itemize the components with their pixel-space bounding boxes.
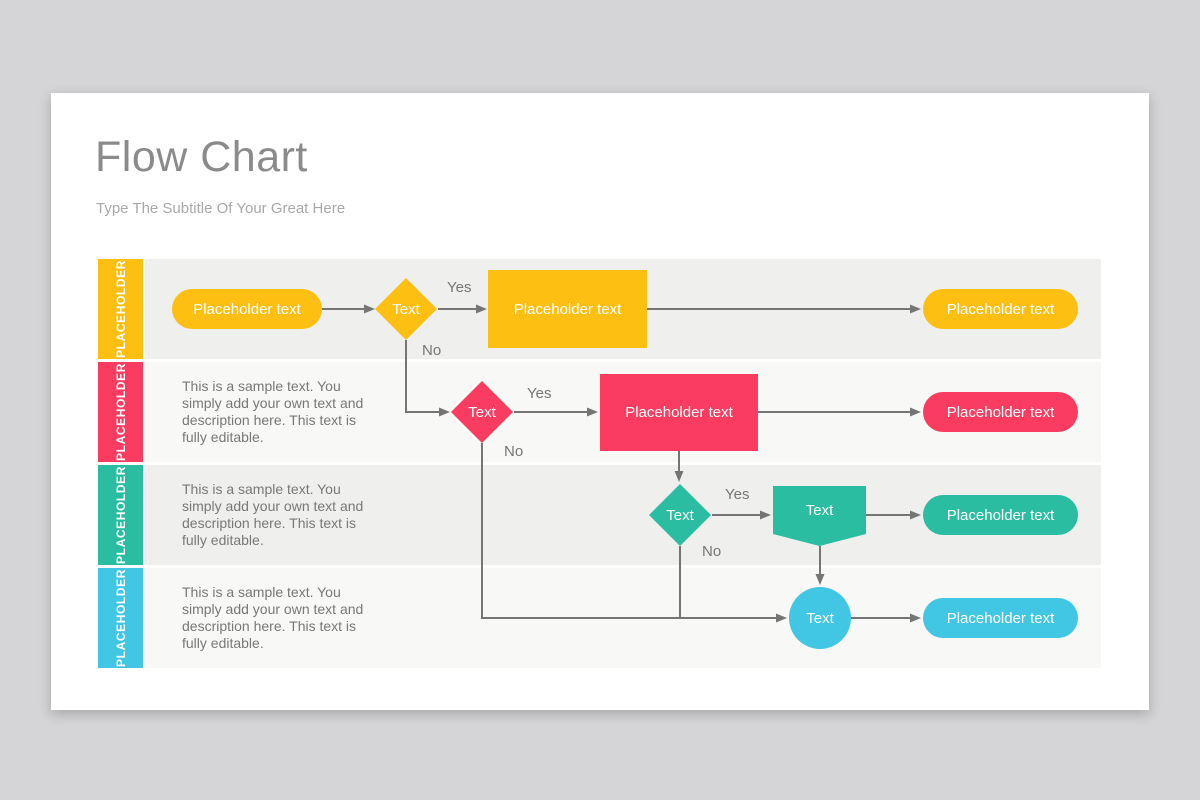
- process-node-2: Placeholder text: [600, 374, 758, 451]
- row-tab-4: PLACEHOLDER: [98, 568, 143, 668]
- end-node-3: Placeholder text: [923, 495, 1078, 535]
- process-node-4: Text: [789, 587, 851, 649]
- slide: Flow Chart Type The Subtitle Of Your Gre…: [51, 93, 1149, 710]
- slide-subtitle: Type The Subtitle Of Your Great Here: [96, 200, 346, 217]
- flowchart: PLACEHOLDER PLACEHOLDER PLACEHOLDER PLAC…: [98, 259, 1101, 668]
- branch-yes-label-2: Yes: [527, 385, 552, 402]
- end-node-4: Placeholder text: [923, 598, 1078, 638]
- start-node: Placeholder text: [172, 289, 322, 329]
- branch-no-label-3: No: [702, 543, 722, 560]
- end-node-1: Placeholder text: [923, 289, 1078, 329]
- row-tab-3: PLACEHOLDER: [98, 465, 143, 565]
- page-title: Flow Chart: [95, 133, 308, 181]
- branch-yes-label-3: Yes: [725, 486, 750, 503]
- end-node-2: Placeholder text: [923, 392, 1078, 432]
- branch-no-label-2: No: [504, 443, 524, 460]
- row-description-2: This is a sample text. You simply add yo…: [182, 378, 364, 445]
- branch-no-label-1: No: [422, 342, 442, 359]
- row-tab-1: PLACEHOLDER: [98, 259, 143, 359]
- row-description-4: This is a sample text. You simply add yo…: [182, 584, 364, 651]
- row-description-3: This is a sample text. You simply add yo…: [182, 481, 364, 548]
- process-node-3: Text: [773, 486, 866, 546]
- connector-lines: [322, 304, 921, 623]
- row-tab-2: PLACEHOLDER: [98, 362, 143, 462]
- branch-yes-label-1: Yes: [447, 279, 472, 296]
- process-node-1: Placeholder text: [488, 270, 647, 348]
